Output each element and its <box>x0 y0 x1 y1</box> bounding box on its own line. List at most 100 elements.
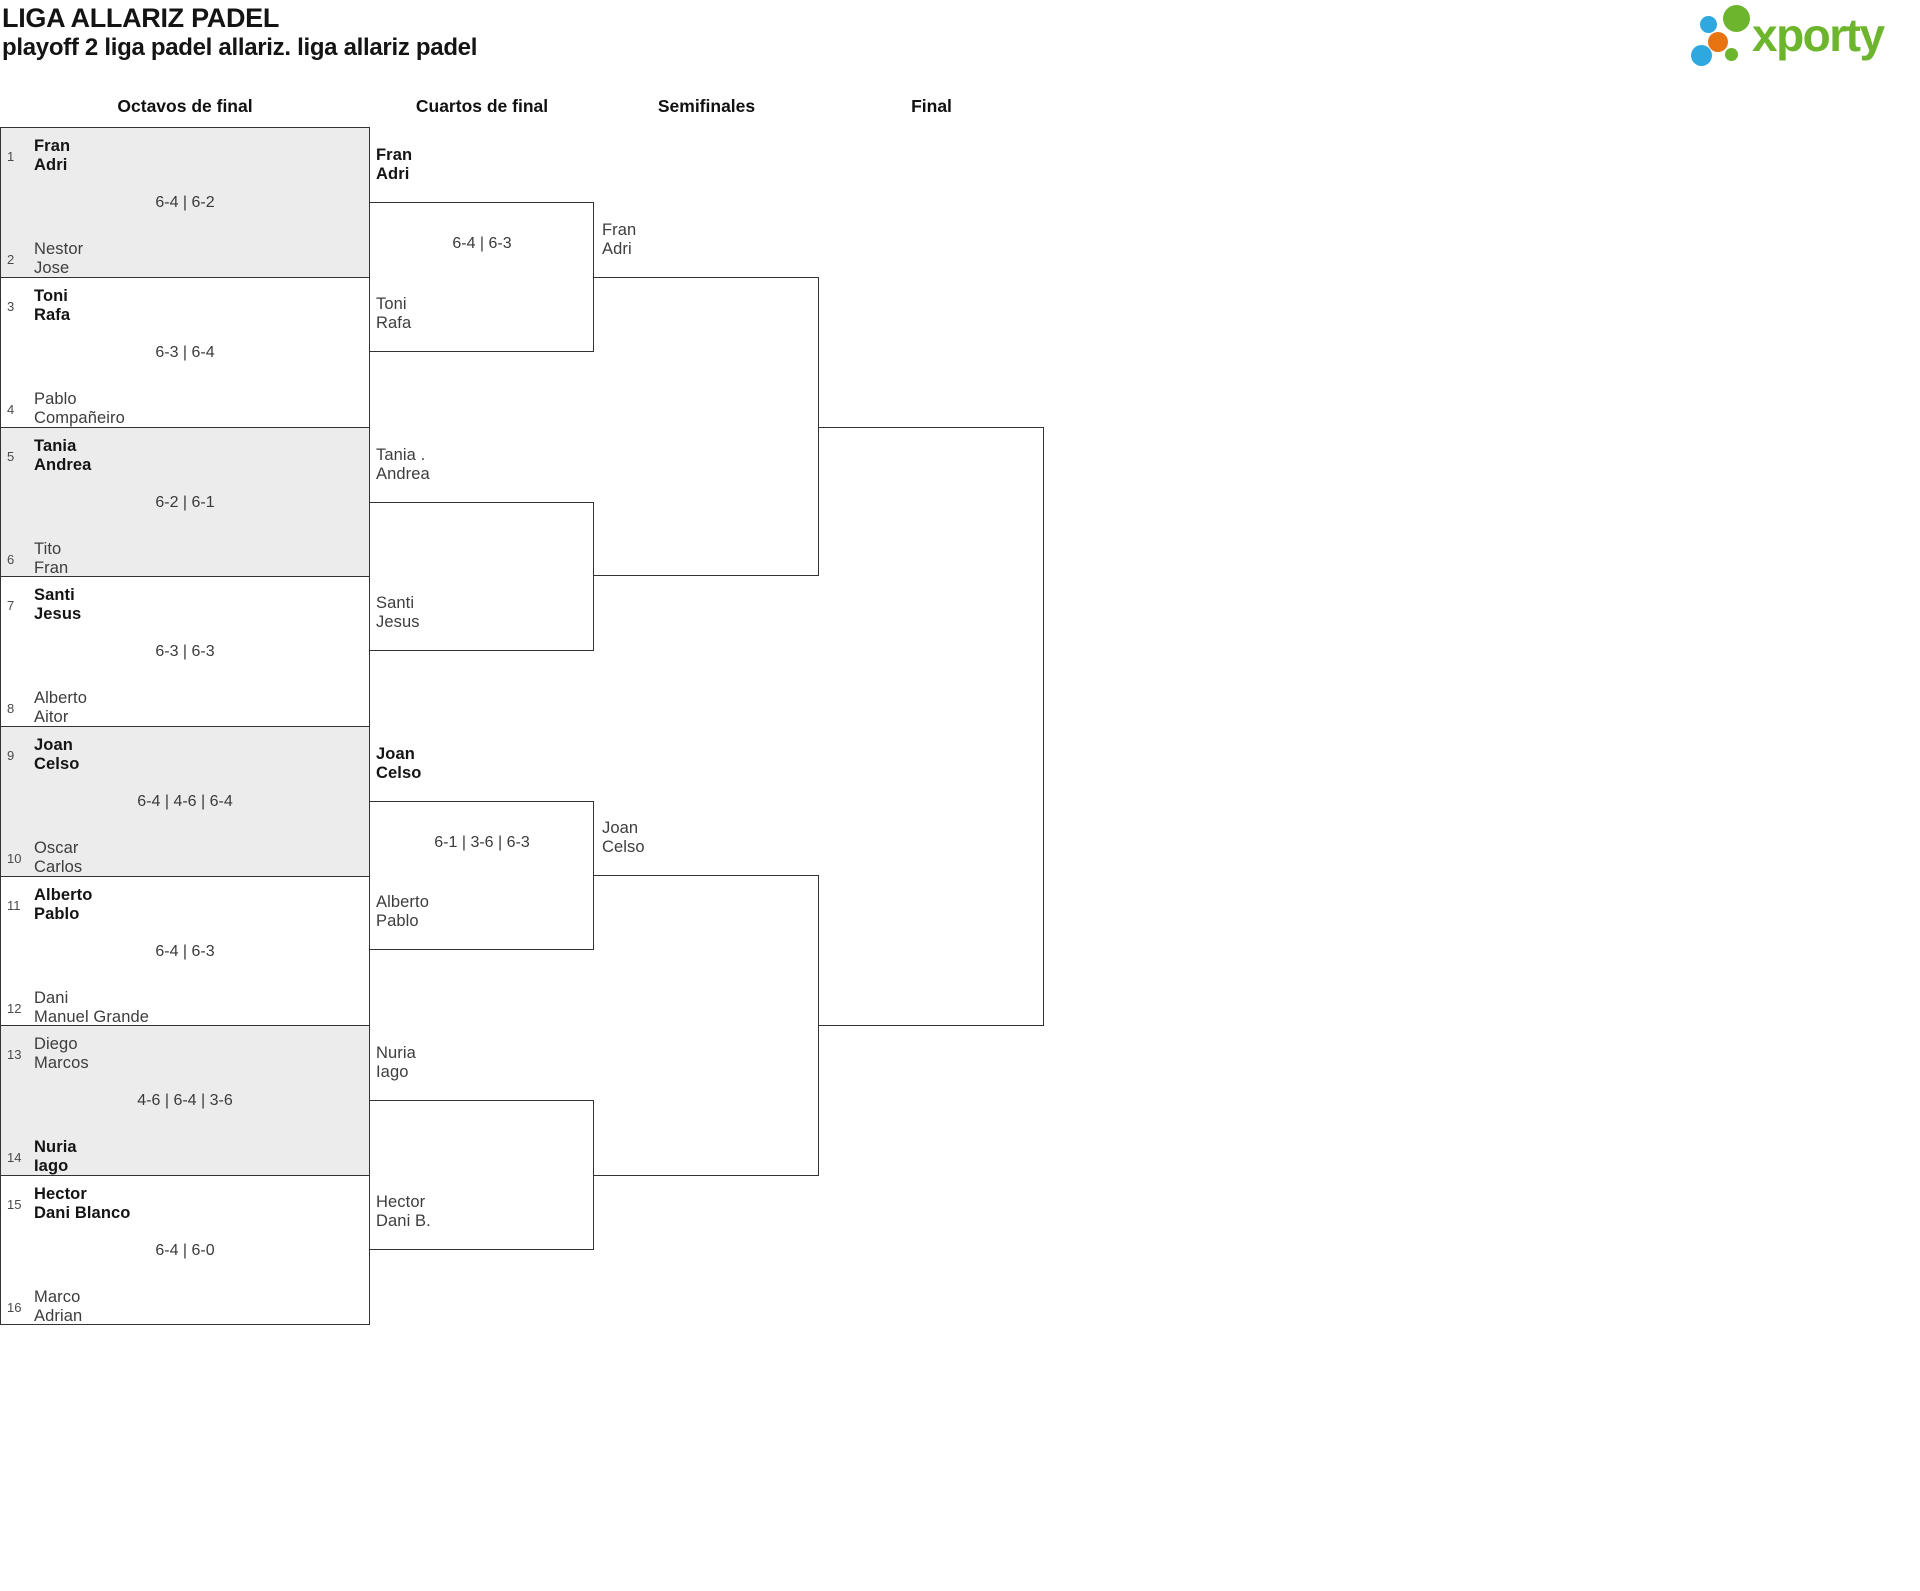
sf-match-1[interactable] <box>594 277 819 576</box>
seed: 3 <box>7 298 15 314</box>
team-name-line: Pablo <box>376 912 419 930</box>
r16-match-6[interactable]: 11 Alberto Pablo 6-4 | 6-3 12 Dani Manue… <box>0 876 370 1026</box>
r16-match-1[interactable]: 1 Fran Adri 6-4 | 6-2 2 Nestor Jose <box>0 127 370 277</box>
team-name-line: Aitor <box>34 708 69 726</box>
qf3-score: 6-1 | 3-6 | 6-3 <box>434 834 530 851</box>
qf4-team-top: Nuria Iago <box>376 1044 416 1082</box>
match-score: 6-4 | 4-6 | 6-4 <box>137 793 233 810</box>
qf-match-1[interactable] <box>370 202 594 352</box>
r16-match-4[interactable]: 7 Santi Jesus 6-3 | 6-3 8 Alberto Aitor <box>0 576 370 726</box>
match-score: 6-2 | 6-1 <box>155 494 215 511</box>
page-title: LIGA ALLARIZ PADEL <box>2 3 280 33</box>
team-name-line: Carlos <box>34 858 83 876</box>
team-pair: Tania Andrea <box>34 437 91 475</box>
seed: 12 <box>7 1000 22 1016</box>
logo-dot-icon <box>1700 16 1717 33</box>
team-name-line: Tania . <box>376 446 426 464</box>
qf1-team-bottom: Toni Rafa <box>376 295 411 333</box>
team-name-line: Oscar <box>34 839 79 857</box>
team-name-line: Alberto <box>34 689 87 707</box>
seed: 9 <box>7 747 15 763</box>
team-name-line: Nuria <box>376 1044 416 1062</box>
qf2-team-top: Tania . Andrea <box>376 446 430 484</box>
qf4-team-bottom: Hector Dani B. <box>376 1193 431 1231</box>
team-pair: Tito Fran <box>34 540 68 578</box>
team-name-line: Celso <box>34 755 80 773</box>
round-header-cuartos: Cuartos de final <box>415 96 549 116</box>
match-score: 4-6 | 6-4 | 3-6 <box>137 1092 233 1109</box>
team-name-line: Alberto <box>34 886 93 904</box>
team-name-line: Fran <box>34 137 71 155</box>
team-name-line: Tania <box>34 437 77 455</box>
team-name-line: Joan <box>376 745 415 763</box>
team-name-line: Pablo <box>34 390 77 408</box>
team-name-line: Manuel Grande <box>34 1008 150 1026</box>
team-name-line: Joan <box>34 736 73 754</box>
r16-match-3[interactable]: 5 Tania Andrea 6-2 | 6-1 6 Tito Fran <box>0 427 370 578</box>
team-name-line: Nuria <box>34 1138 77 1156</box>
team-name-line: Celso <box>376 764 422 782</box>
team-name-line: Rafa <box>376 314 412 332</box>
logo-dot-icon <box>1708 32 1728 52</box>
match-score: 6-3 | 6-3 <box>155 643 215 660</box>
xporty-logo[interactable]: xporty <box>1686 2 1918 66</box>
team-name-line: Joan <box>602 819 639 837</box>
seed: 2 <box>7 251 15 267</box>
sf-match-2[interactable] <box>594 875 819 1176</box>
qf2-team-bottom: Santi Jesus <box>376 594 420 632</box>
team-name-line: Andrea <box>34 456 92 474</box>
qf3-team-top: Joan Celso <box>376 745 421 783</box>
team-pair: Toni Rafa <box>34 287 70 325</box>
team-pair: Alberto Aitor <box>34 689 87 727</box>
r16-match-8[interactable]: 15 Hector Dani Blanco 6-4 | 6-0 16 Marco… <box>0 1175 370 1325</box>
r16-match-5[interactable]: 9 Joan Celso 6-4 | 4-6 | 6-4 10 Oscar Ca… <box>0 726 370 876</box>
logo-dot-icon <box>1691 45 1712 66</box>
team-name-line: Diego <box>34 1035 78 1053</box>
team-name-line: Marco <box>34 1288 81 1306</box>
match-score: 6-3 | 6-4 <box>155 344 215 361</box>
team-name-line: Adrian <box>34 1307 83 1325</box>
team-name-line: Toni <box>34 287 68 305</box>
qf-match-4[interactable] <box>370 1100 594 1250</box>
round-header-semifinales: Semifinales <box>657 96 756 116</box>
team-name-line: Celso <box>602 838 645 856</box>
team-name-line: Andrea <box>376 465 430 483</box>
team-pair: Nestor Jose <box>34 240 83 278</box>
seed: 16 <box>7 1299 22 1315</box>
team-pair: Santi Jesus <box>34 586 81 624</box>
team-name-line: Dani B. <box>376 1212 431 1230</box>
page-subtitle: playoff 2 liga padel allariz. liga allar… <box>2 34 478 61</box>
final-match[interactable] <box>819 427 1044 1026</box>
qf-match-2[interactable] <box>370 502 594 651</box>
qf1-team-top: Fran Adri <box>376 146 412 184</box>
team-name-line: Hector <box>376 1193 426 1211</box>
round-header-final: Final <box>911 96 952 116</box>
team-name-line: Alberto <box>376 893 429 911</box>
team-name-line: Jose <box>34 259 70 277</box>
team-pair: Oscar Carlos <box>34 839 82 877</box>
team-name-line: Jesus <box>376 613 420 631</box>
sf1-team-top: Fran Adri <box>602 221 636 259</box>
team-pair: Diego Marcos <box>34 1035 89 1073</box>
seed: 4 <box>7 401 15 417</box>
match-score: 6-4 | 6-0 <box>155 1242 215 1259</box>
seed: 14 <box>7 1149 22 1165</box>
r16-match-2[interactable]: 3 Toni Rafa 6-3 | 6-4 4 Pablo Compañeiro <box>0 277 370 427</box>
match-score: 6-4 | 6-3 <box>155 943 215 960</box>
team-name-line: Adri <box>376 165 410 183</box>
team-name-line: Pablo <box>34 905 80 923</box>
team-pair: Fran Adri <box>34 137 70 175</box>
team-name-line: Santi <box>34 586 75 604</box>
team-pair: Hector Dani Blanco <box>34 1185 130 1223</box>
logo-dot-icon <box>1725 48 1738 61</box>
team-pair: Nuria Iago <box>34 1138 77 1176</box>
seed: 15 <box>7 1196 22 1212</box>
team-name-line: Fran <box>602 221 637 239</box>
team-name-line: Jesus <box>34 605 82 623</box>
team-pair: Joan Celso <box>34 736 79 774</box>
qf-match-3[interactable] <box>370 801 594 950</box>
r16-match-7[interactable]: 13 Diego Marcos 4-6 | 6-4 | 3-6 14 Nuria… <box>0 1025 370 1175</box>
team-name-line: Dani <box>34 989 69 1007</box>
seed: 11 <box>7 897 21 913</box>
